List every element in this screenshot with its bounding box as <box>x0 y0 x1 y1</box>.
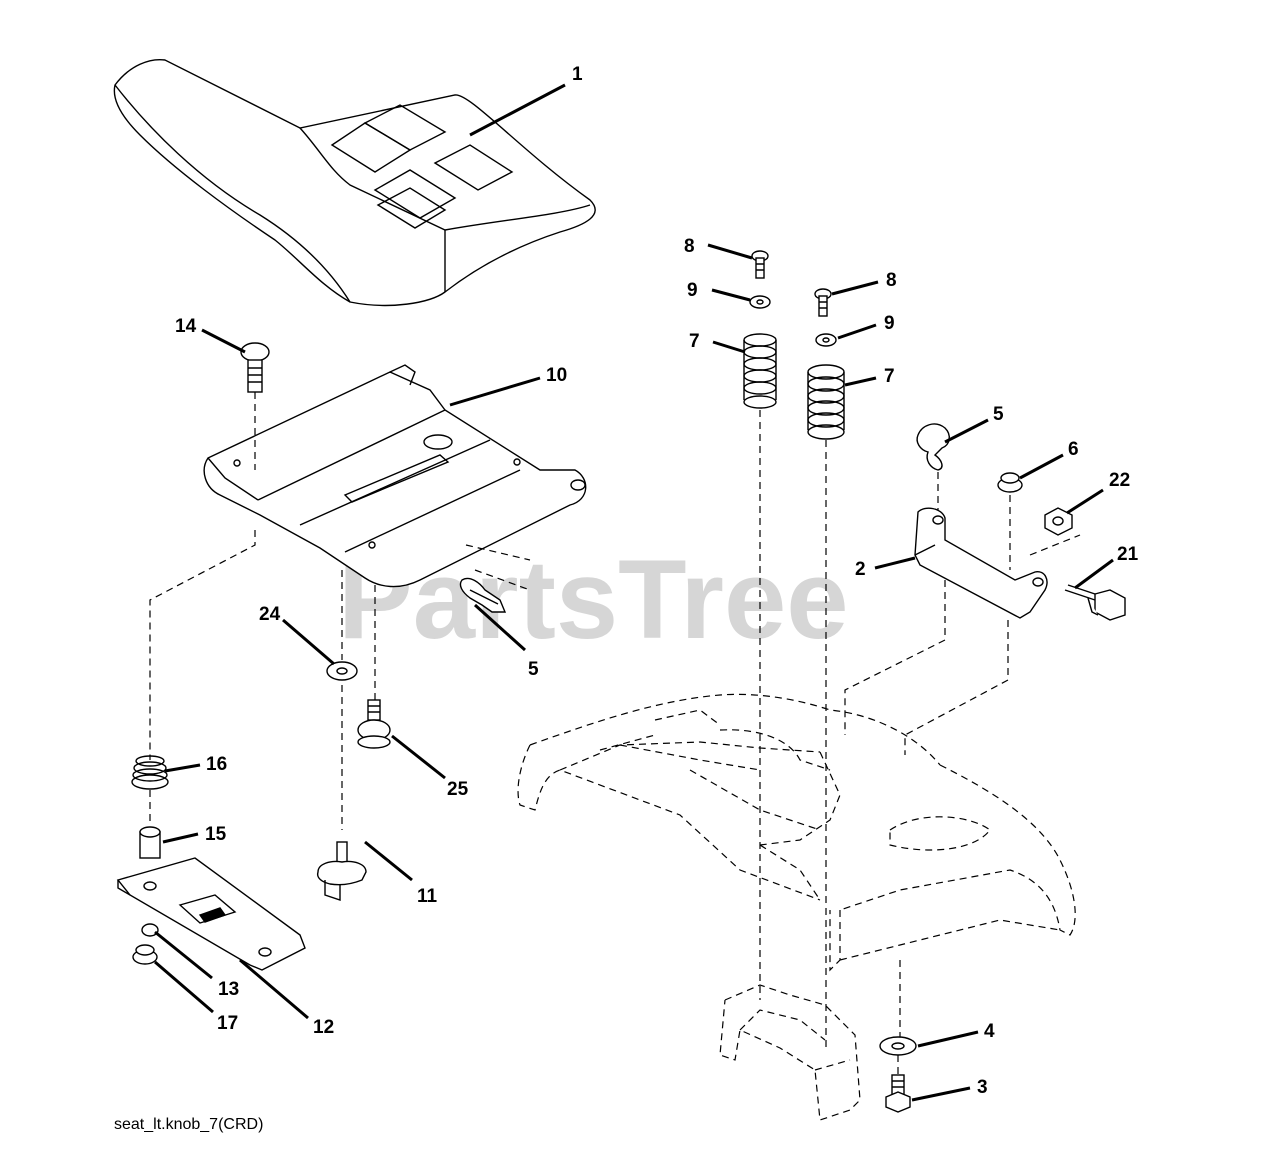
callout-9-right: 9 <box>884 313 895 334</box>
washer-part-a <box>749 295 771 309</box>
lock-nut-part <box>1044 507 1073 536</box>
washer-part <box>326 661 358 681</box>
callout-16: 16 <box>206 754 227 775</box>
shoulder-bolt-part <box>357 699 391 749</box>
callout-7-left: 7 <box>689 331 700 352</box>
callout-5-right: 5 <box>993 404 1004 425</box>
clip-part-left <box>459 577 507 613</box>
mounting-bracket-part <box>914 507 1048 619</box>
callout-11: 11 <box>417 886 438 907</box>
callout-5-left: 5 <box>528 659 539 680</box>
callout-2: 2 <box>855 559 866 580</box>
lower-mounting-bracket <box>719 984 861 1121</box>
knob-part <box>316 841 367 901</box>
washer-part-b <box>815 333 837 347</box>
callout-25: 25 <box>447 779 469 800</box>
spring-part-b <box>807 364 845 440</box>
callout-21: 21 <box>1117 544 1139 565</box>
callout-24: 24 <box>259 604 281 625</box>
hex-nut-part <box>997 472 1023 493</box>
callout-15: 15 <box>205 824 227 845</box>
callout-17: 17 <box>217 1013 238 1034</box>
callout-22: 22 <box>1109 470 1130 491</box>
callout-10: 10 <box>546 365 567 386</box>
callout-8-left: 8 <box>684 236 695 257</box>
bolt-part-b <box>814 288 832 317</box>
callout-4: 4 <box>984 1021 995 1042</box>
leader-lines <box>154 83 1114 1102</box>
callout-1: 1 <box>572 64 583 85</box>
flat-washer-part <box>879 1036 917 1056</box>
seat-part <box>113 58 596 307</box>
spring-part-a <box>743 333 777 409</box>
flange-bolt-part <box>885 1074 911 1113</box>
spring-part-small <box>131 755 169 790</box>
callout-labels: 1 14 10 24 5 16 25 15 11 13 17 12 8 9 7 … <box>175 64 1139 1098</box>
callout-6: 6 <box>1068 439 1079 460</box>
seat-pan-part <box>203 364 587 588</box>
callout-7-right: 7 <box>884 366 895 387</box>
callout-9-left: 9 <box>687 280 698 301</box>
flange-nut-part <box>132 944 158 965</box>
callout-8-right: 8 <box>886 270 897 291</box>
hex-bolt-part <box>1064 584 1126 621</box>
carriage-bolt-part <box>240 342 270 393</box>
bracket-plate-part <box>116 857 306 971</box>
callout-14: 14 <box>175 316 197 337</box>
tractor-frame-outline <box>517 693 1076 972</box>
bolt-part-a <box>751 250 769 279</box>
diagram-caption: seat_lt.knob_7(CRD) <box>114 1116 263 1133</box>
callout-3: 3 <box>977 1077 988 1098</box>
nut-part-small <box>141 923 159 937</box>
callout-13: 13 <box>218 979 239 1000</box>
clip-part-right <box>916 423 950 471</box>
callout-12: 12 <box>313 1017 334 1038</box>
spacer-part <box>139 826 161 859</box>
